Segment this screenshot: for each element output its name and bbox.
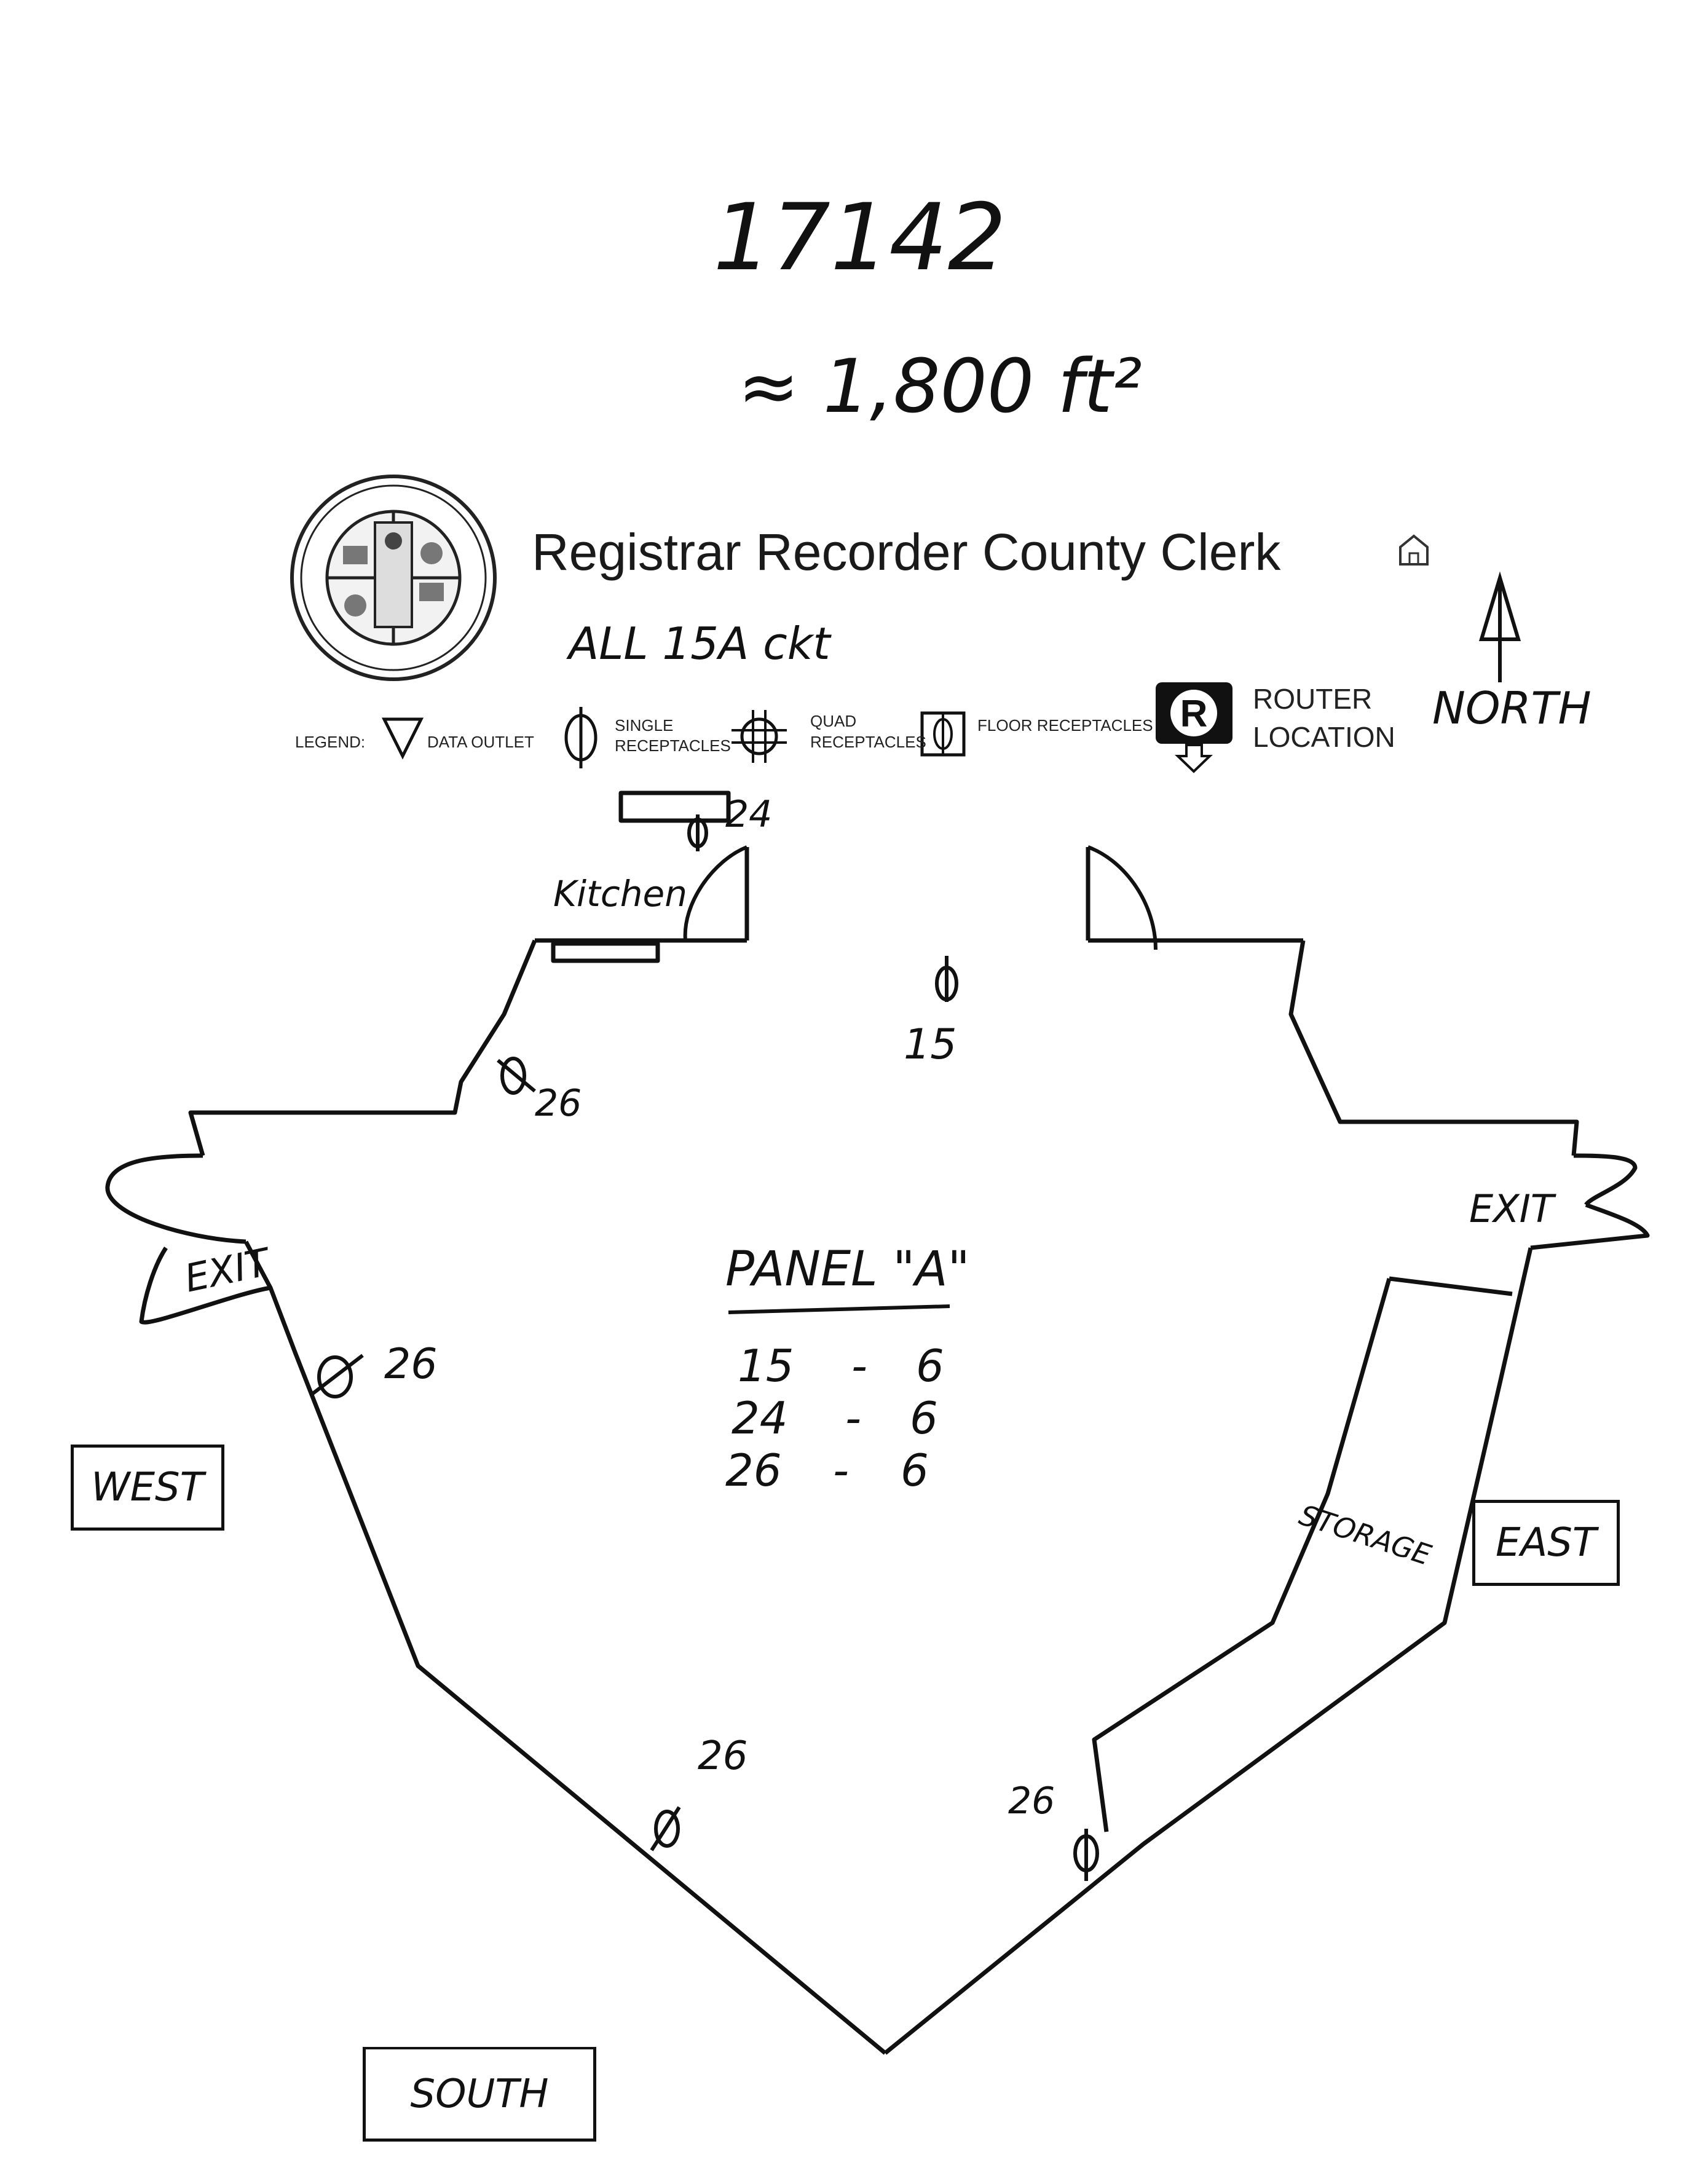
panel-row-2-circuit: 24 (732, 1392, 788, 1444)
north-label: NORTH (1432, 682, 1591, 734)
exit-west-label: EXIT (180, 1239, 273, 1301)
outlet-circuit-26-sw: 26 (698, 1733, 748, 1779)
receptacle-26-nw-icon (497, 1057, 536, 1095)
area-note: ≈ 1,800 ft² (738, 344, 1142, 430)
router-icon: R (1156, 682, 1232, 773)
legend-floor-label: FLOOR RECEPTACLES (977, 716, 1153, 735)
panel-row-1-circuit: 15 (738, 1340, 794, 1392)
legend-single-line2: RECEPTACLES (615, 736, 731, 755)
amperage-note: ALL 15A ckt (569, 618, 830, 669)
panel-title: PANEL "A" (725, 1242, 970, 1297)
panel-row-2-dash: - (845, 1392, 861, 1444)
panel-underline (728, 1304, 950, 1314)
kitchen-label: Kitchen (553, 873, 687, 915)
south-label: SOUTH (363, 2047, 596, 2142)
outlet-circuit-26-west: 26 (384, 1340, 438, 1389)
east-label: EAST (1472, 1500, 1620, 1586)
legend-single-line1: SINGLE (615, 716, 674, 735)
panel-row-3-circuit: 26 (725, 1445, 782, 1496)
receptacle-15-icon (935, 956, 958, 1002)
legend-title: LEGEND: (295, 733, 366, 751)
outlet-circuit-26-nw: 26 (535, 1082, 582, 1125)
floor-receptacle-icon (920, 711, 966, 757)
legend-quad-line1: QUAD (810, 712, 857, 730)
legend-router-line1: ROUTER (1253, 683, 1373, 715)
quad-receptacle-icon (732, 710, 787, 763)
panel-row-2-count: 6 (910, 1392, 938, 1444)
receptacle-26-se-icon (1073, 1829, 1099, 1881)
org-title: Registrar Recorder County Clerk (532, 523, 1281, 581)
legend-quad-line2: RECEPTACLES (810, 733, 926, 751)
legend-router-line2: LOCATION (1253, 721, 1395, 753)
panel-row-3-count: 6 (901, 1445, 929, 1496)
panel-row-1-count: 6 (916, 1340, 944, 1392)
triangle-down-icon (381, 717, 424, 760)
exit-east-label: EXIT (1469, 1186, 1554, 1231)
legend-data-outlet-label: DATA OUTLET (427, 733, 534, 751)
outlet-circuit-26-se: 26 (1008, 1780, 1055, 1823)
panel-row-3-dash: - (833, 1445, 849, 1496)
receptacle-26-west-icon (309, 1354, 364, 1398)
receptacle-24-icon (687, 814, 708, 851)
west-label: WEST (71, 1445, 224, 1531)
svg-text:R: R (1180, 693, 1208, 735)
outlet-circuit-24: 24 (725, 793, 773, 836)
single-receptacle-icon (564, 707, 598, 768)
panel-row-1-dash: - (851, 1340, 867, 1392)
outlet-circuit-15: 15 (904, 1020, 957, 1069)
site-number: 17142 (713, 184, 1007, 291)
receptacle-26-sw-icon (650, 1806, 681, 1851)
storage-label: STORAGE (1295, 1498, 1435, 1572)
